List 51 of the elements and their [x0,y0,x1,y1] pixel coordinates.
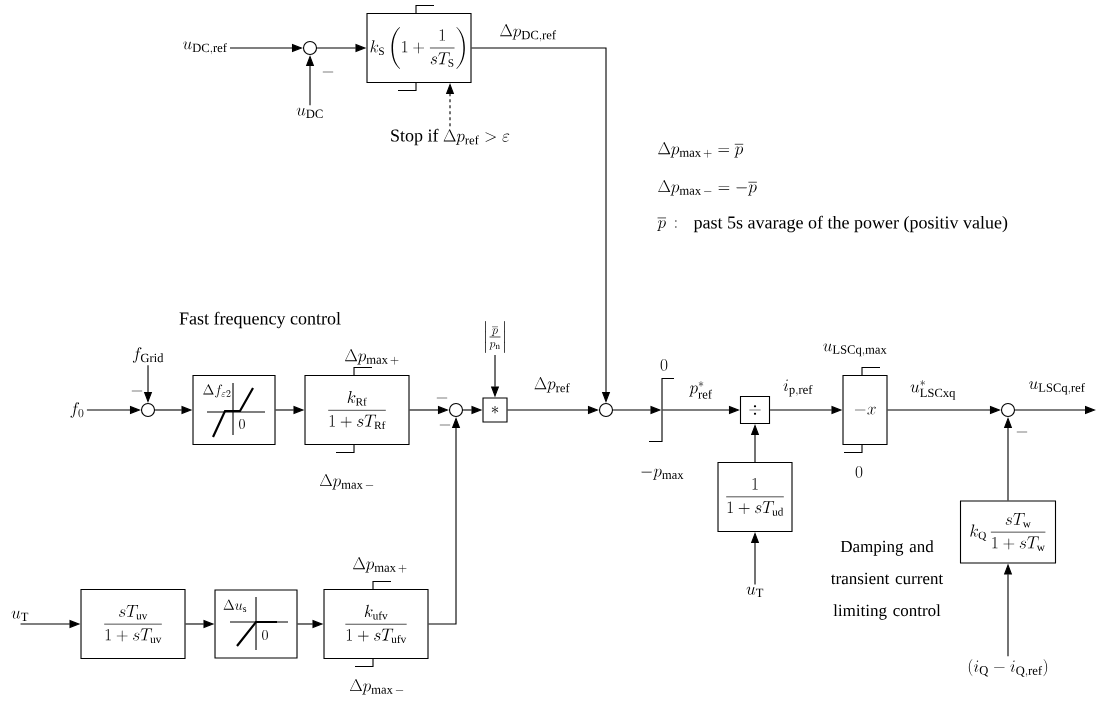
edge-label: $\Delta p_{\mathrm{ref}}$ [534,377,570,393]
transfer-function-block: $\frac{1}{1+sT_{\mathrm{ud}}}$ [717,461,793,533]
limiter-symbol [648,377,675,443]
deadband-block: $\Delta f_{\varepsilon 2}$ $0$ [192,374,276,446]
equation: $\Delta p_{\max +} = \overline{p}$ [658,141,744,158]
edge-label: $\Delta p_{\mathrm{DC,ref}}$ [500,24,557,42]
summing-junction [598,402,614,418]
pi-controller-block: $k_{\mathrm{S}}\left(1+\frac{1}{sT_{\mathrm{S}}}\right)$ [366,4,472,92]
limit-label: $\Delta p_{\max +}$ [353,556,407,573]
multiplier-block: $*$ [482,397,508,423]
gain-block: $-x$ [842,366,888,454]
limit-label: $0$ [855,466,863,478]
input-label: $u_{\mathrm{DC}}$ [296,107,323,119]
minus-sign: $-$ [439,424,451,426]
edge-label: $u_{\mathrm{LSCq,ref}}$ [1029,381,1085,395]
note-text: Fast frequency control [179,311,341,329]
transfer-function-block: $k_{\mathrm{Q}}\,\frac{sT_{\mathrm{w}}}{1+sT_{\mathrm{w}}}$ [959,500,1057,564]
minus-sign: $-$ [436,397,448,399]
limit-label: $\Delta p_{\max -}$ [319,473,374,490]
input-label: $u_{\mathrm{T}}$ [746,586,764,597]
minus-sign: $-$ [1016,431,1028,433]
input-label: $f_{0}$ [70,402,84,418]
limit-label: $\Delta p_{\max +}$ [345,348,399,365]
deadband-block: $\Delta u_{\mathrm{s}}$ $0$ [214,589,298,659]
edge-label: $u_{\mathrm{LSCxq}}^{*}$ [910,380,956,400]
limit-label: $\Delta p_{\max -}$ [349,678,404,695]
summing-junction [448,402,464,418]
annotation-text: Damping and transient current limiting control [831,540,944,620]
input-label: $\left|\frac{\overline{p}}{p_{\mathrm{n}}}\right|$ [485,321,505,353]
summing-junction [140,402,156,418]
edge-label: $p_{\mathrm{ref}}^{*}$ [689,381,712,399]
input-label: $u_{\mathrm{T}}$ [11,610,29,621]
limit-label: $0$ [660,359,668,371]
input-label: $f_{\mathrm{Grid}}$ [132,347,164,363]
limit-label: $-p_{\max}$ [641,468,684,480]
input-label: $u_{\mathrm{DC,ref}}$ [183,41,227,55]
transfer-function-block: $\frac{k_{\mathrm{ufv}}}{1+sT_{\mathrm{ufv}}}$ [323,580,429,668]
limit-label: $u_{\mathrm{LSCq,max}}$ [823,343,887,357]
minus-sign: $-$ [131,390,143,392]
edge-label: $i_{\mathrm{p,ref}}$ [783,379,813,397]
equation: $\overline{p}\,:$ [657,217,677,232]
minus-sign: $-$ [322,71,334,73]
note-text: past 5s avarage of the power (positiv value) [693,215,1008,233]
transfer-function-block: $\frac{sT_{\mathrm{uv}}}{1+sT_{\mathrm{uv}}}$ [80,588,186,660]
divider-block: $\div$ [739,395,771,425]
summing-junction [302,40,318,56]
summing-junction [1000,402,1016,418]
input-label: $\left(i_{\mathrm{Q}}-i_{\mathrm{Q,ref}}\right)$ [968,658,1048,678]
condition-label: Stop if $\Delta p_{\mathrm{ref}} > \varepsilon$ [391,128,510,146]
equation: $\Delta p_{\max -} = -\overline{p}$ [658,179,757,196]
transfer-function-block: $\frac{k_{\mathrm{Rf}}}{1+sT_{\mathrm{Rf}}}$ [304,366,410,454]
